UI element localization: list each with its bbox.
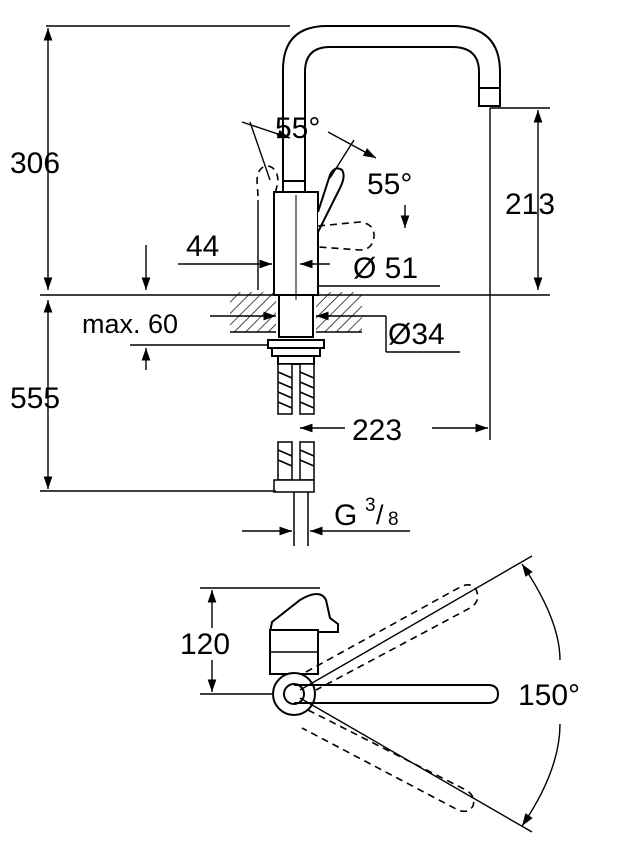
label-plan-depth: 120 xyxy=(180,628,230,661)
label-thread-numerator: 3 xyxy=(365,495,376,516)
side-elevation-view xyxy=(40,25,550,546)
mounting-shank xyxy=(267,294,325,365)
label-hose-length: 555 xyxy=(10,382,60,415)
label-lever-angle-front: 55° xyxy=(367,168,412,201)
spout xyxy=(282,25,501,182)
plan-lever xyxy=(268,593,339,633)
label-spout-reach: 223 xyxy=(352,414,402,447)
supply-hoses-upper xyxy=(277,363,315,415)
plan-spout xyxy=(272,672,500,716)
label-deck-thickness: max. 60 xyxy=(82,309,178,339)
label-thread-prefix: G xyxy=(334,499,357,532)
plan-spout-swivel-positions xyxy=(301,584,479,813)
label-total-height: 306 xyxy=(10,147,60,180)
label-lever-angle-back: 55° xyxy=(275,112,320,145)
dimension-labels: 306 213 55° 55° 44 Ø 51 max. 60 Ø34 555 … xyxy=(10,112,580,712)
lever-handle xyxy=(317,167,345,233)
label-thread-slash: / xyxy=(376,500,384,530)
plan-dimension-lines xyxy=(200,555,561,833)
dimension-lines xyxy=(40,25,550,536)
label-thread-denominator: 8 xyxy=(388,509,399,530)
label-swivel-angle: 150° xyxy=(518,679,580,712)
label-spout-height: 213 xyxy=(505,188,555,221)
label-hole-diameter: Ø34 xyxy=(388,318,445,351)
plan-view xyxy=(200,555,561,833)
label-body-width: 44 xyxy=(186,230,219,263)
faucet-body xyxy=(273,180,319,296)
supply-hoses-lower xyxy=(273,441,315,546)
label-body-diameter: Ø 51 xyxy=(353,252,418,285)
lever-ghost-positions xyxy=(256,165,375,251)
